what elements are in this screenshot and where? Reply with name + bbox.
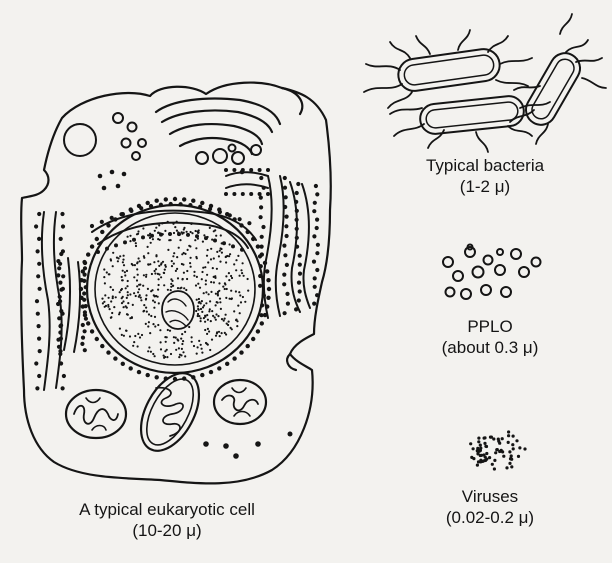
cell-label: A typical eukaryotic cell (10-20 μ) — [22, 499, 312, 541]
pplo-group — [443, 245, 541, 300]
bacterium-2 — [419, 95, 526, 136]
viruses-group — [469, 430, 527, 470]
pplo-size: (about 0.3 μ) — [400, 337, 580, 358]
cell-size: (10-20 μ) — [22, 520, 312, 541]
bacterium-3 — [521, 48, 586, 131]
bacteria-label: Typical bacteria (1-2 μ) — [395, 155, 575, 197]
bacteria-size: (1-2 μ) — [395, 176, 575, 197]
viruses-name: Viruses — [400, 486, 580, 507]
mitochondrion-3 — [214, 380, 266, 424]
pplo-label: PPLO (about 0.3 μ) — [400, 316, 580, 358]
mitochondrion-2 — [129, 364, 211, 461]
mitochondrion-1 — [66, 390, 126, 438]
eukaryotic-cell — [21, 83, 331, 484]
ribosomes — [34, 168, 320, 391]
bacterium-1 — [396, 47, 501, 93]
golgi-apparatus — [156, 88, 302, 154]
viruses-label: Viruses (0.02-0.2 μ) — [400, 486, 580, 528]
nucleus — [87, 205, 263, 373]
bacteria-name: Typical bacteria — [395, 155, 575, 176]
cell-name: A typical eukaryotic cell — [22, 499, 312, 520]
nucleolus — [162, 291, 194, 329]
bacteria-group — [364, 14, 606, 152]
viruses-size: (0.02-0.2 μ) — [400, 507, 580, 528]
pplo-name: PPLO — [400, 316, 580, 337]
